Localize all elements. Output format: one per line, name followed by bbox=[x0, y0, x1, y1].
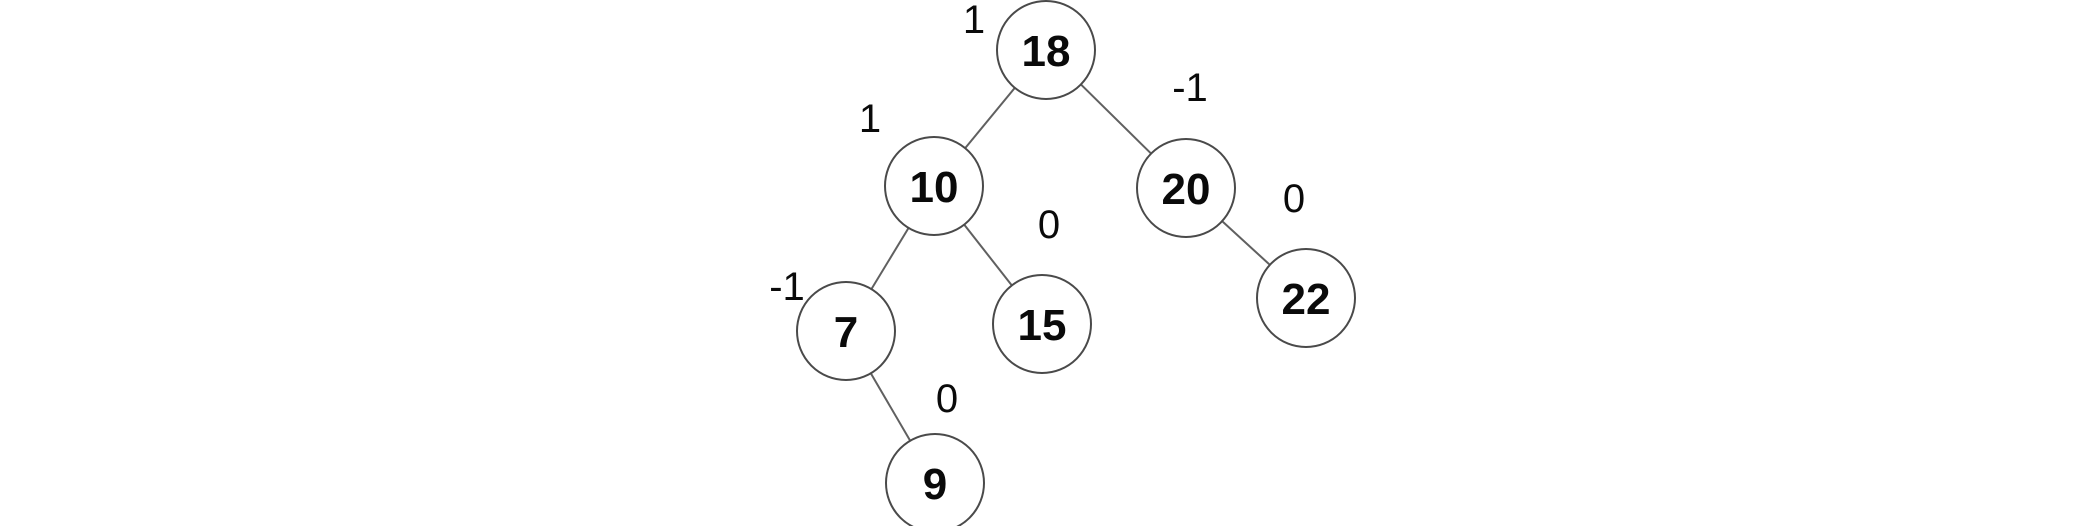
tree-edge-10-15 bbox=[963, 223, 1013, 287]
balance-factor-label-9: 0 bbox=[936, 377, 958, 421]
node-circle-15 bbox=[992, 274, 1092, 374]
balance-factor-label-22: 0 bbox=[1283, 177, 1305, 221]
balance-factor-label-15: 0 bbox=[1038, 203, 1060, 247]
node-value-7: 7 bbox=[834, 308, 858, 357]
node-circle-7 bbox=[796, 281, 896, 381]
node-circle-10 bbox=[884, 136, 984, 236]
node-value-20: 20 bbox=[1162, 165, 1211, 214]
tree-node-22: 22 0 bbox=[1256, 177, 1356, 348]
node-circle-18 bbox=[996, 0, 1096, 100]
tree-edge-10-7 bbox=[870, 227, 910, 290]
node-value-9: 9 bbox=[923, 460, 947, 509]
node-circle-9 bbox=[885, 433, 985, 526]
balance-factor-label-7: -1 bbox=[769, 265, 805, 309]
node-value-18: 18 bbox=[1022, 27, 1071, 76]
node-circle-20 bbox=[1136, 138, 1236, 238]
tree-node-7: 7 -1 bbox=[769, 265, 896, 381]
tree-edge-7-9 bbox=[869, 372, 912, 442]
tree-edge-18-10 bbox=[964, 87, 1016, 149]
tree-node-15: 15 0 bbox=[992, 203, 1092, 374]
balance-factor-label-20: -1 bbox=[1172, 66, 1208, 110]
balance-factor-label-10: 1 bbox=[859, 97, 881, 141]
node-value-22: 22 bbox=[1282, 275, 1331, 324]
tree-edge-18-20 bbox=[1080, 83, 1152, 155]
tree-node-18: 18 1 bbox=[963, 0, 1096, 100]
tree-edge-20-22 bbox=[1221, 220, 1271, 266]
node-value-15: 15 bbox=[1018, 301, 1067, 350]
balance-factor-label-18: 1 bbox=[963, 0, 985, 42]
tree-node-10: 10 1 bbox=[859, 97, 984, 236]
tree-node-20: 20 -1 bbox=[1136, 66, 1236, 238]
node-circle-22 bbox=[1256, 248, 1356, 348]
node-value-10: 10 bbox=[910, 163, 959, 212]
tree-node-9: 90 bbox=[885, 377, 985, 526]
